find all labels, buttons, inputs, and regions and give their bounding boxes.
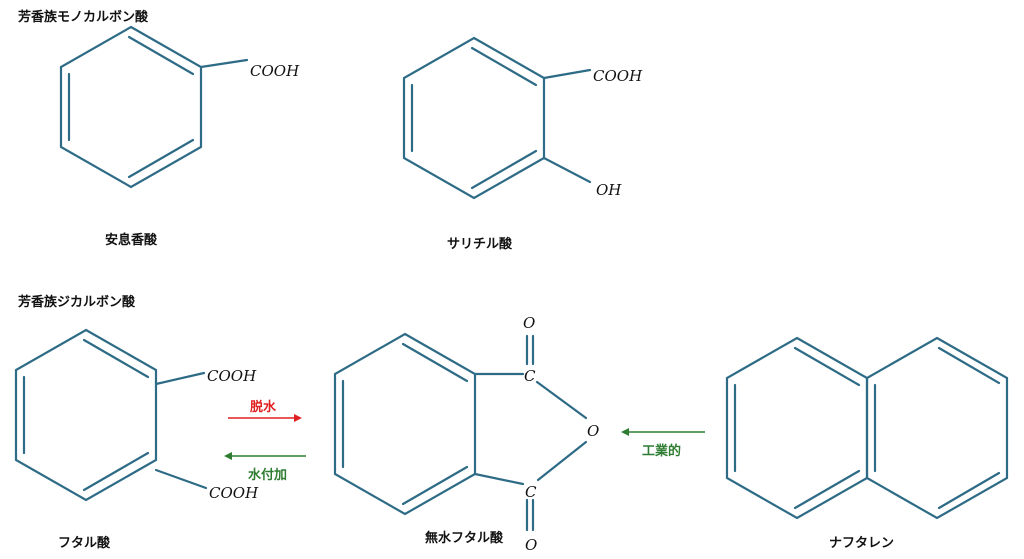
industrial-label: 工業的: [642, 444, 682, 459]
anhydride-c-top-label: C: [524, 367, 536, 385]
industrial-arrow: [621, 428, 705, 436]
benzoic-acid-structure: COOH: [59, 25, 300, 189]
hydration-arrow: [224, 452, 306, 460]
hydration-label: 水付加: [248, 468, 288, 483]
anhydride-c-bottom-label: C: [525, 483, 537, 501]
salicylic-acid-label: サリチル酸: [447, 237, 513, 252]
phthalic-anhydride-label: 無水フタル酸: [425, 531, 504, 546]
phthalic-acid-structure: COOH COOH: [14, 328, 259, 502]
benzoic-cooh-label: COOH: [250, 62, 300, 80]
phthalic-anhydride-structure: O C O C O: [333, 314, 599, 554]
naphthalene-label: ナフタレン: [829, 536, 895, 551]
naphthalene-structure: [725, 336, 1009, 520]
section-title-dicarboxylic: 芳香族ジカルボン酸: [18, 295, 136, 310]
phthalic-cooh-bottom-label: COOH: [209, 484, 259, 502]
salicylic-acid-structure: COOH OH: [402, 36, 643, 200]
dehydration-label: 脱水: [250, 400, 277, 415]
phthalic-acid-label: フタル酸: [58, 536, 111, 551]
benzoic-acid-label: 安息香酸: [105, 233, 158, 248]
dehydration-arrow: [228, 414, 302, 422]
anhydride-carbonyl-o-top-label: O: [523, 314, 535, 332]
salicylic-oh-label: OH: [596, 181, 622, 199]
salicylic-cooh-label: COOH: [593, 67, 643, 85]
section-title-monocarboxylic: 芳香族モノカルボン酸: [18, 10, 149, 25]
phthalic-cooh-top-label: COOH: [207, 367, 257, 385]
anhydride-ring-o-label: O: [587, 422, 599, 440]
anhydride-carbonyl-o-bottom-label: O: [525, 536, 537, 554]
